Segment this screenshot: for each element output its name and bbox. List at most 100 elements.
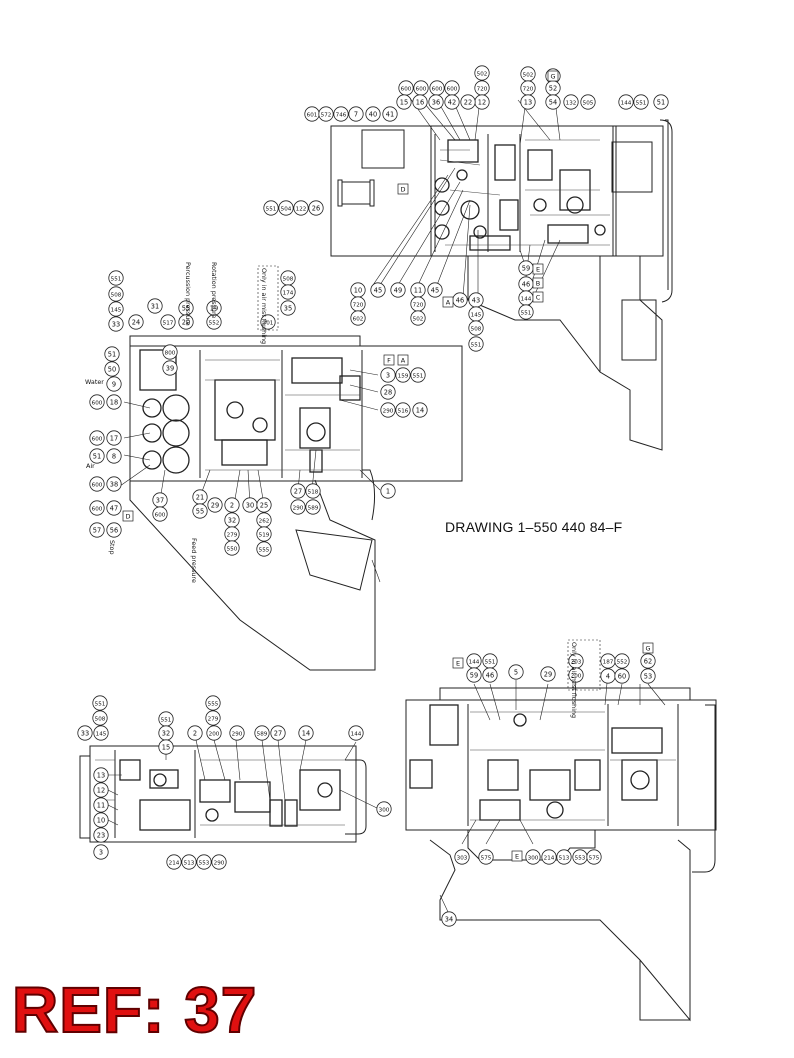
svg-text:22: 22: [464, 98, 472, 106]
svg-text:39: 39: [166, 364, 174, 372]
svg-text:5: 5: [514, 668, 518, 676]
svg-text:30: 30: [246, 501, 254, 509]
svg-text:600: 600: [447, 86, 458, 92]
balloon-top_right-7: 502: [520, 66, 536, 82]
svg-text:1: 1: [386, 487, 390, 495]
balloon-bottom_left-123: 144: [348, 725, 364, 741]
svg-text:2: 2: [193, 729, 197, 737]
balloon-bottom_left-120: 589: [254, 725, 270, 741]
svg-text:746: 746: [336, 112, 347, 118]
balloon-middle_left-96: 555: [256, 541, 272, 557]
svg-text:720: 720: [353, 302, 364, 308]
svg-text:14: 14: [416, 406, 424, 414]
balloon-middle_left-93: 25: [256, 497, 272, 513]
svg-text:575: 575: [481, 855, 492, 861]
svg-text:27: 27: [274, 729, 282, 737]
balloon-middle_left-87: 29: [207, 497, 223, 513]
svg-text:519: 519: [259, 532, 270, 538]
balloon-bottom_right-154: 513: [556, 849, 572, 865]
balloon-top_right-34: 720: [350, 296, 366, 312]
balloon-bottom_left-119: 290: [229, 725, 245, 741]
balloon-top_right-45: 508: [468, 320, 484, 336]
svg-text:132: 132: [566, 100, 577, 106]
svg-text:555: 555: [208, 701, 219, 707]
svg-text:27: 27: [294, 487, 302, 495]
svg-text:600: 600: [92, 436, 103, 442]
balloon-middle_left-52: 508: [108, 286, 124, 302]
balloon-middle_left-57: 517: [160, 314, 176, 330]
svg-text:A: A: [401, 357, 406, 365]
balloon-bottom_right-141: 29: [540, 666, 556, 682]
balloon-middle_left-64: 508: [280, 270, 296, 286]
svg-text:3: 3: [386, 371, 390, 379]
svg-text:551: 551: [95, 701, 106, 707]
balloon-bottom_left-113: 33: [77, 725, 93, 741]
balloon-bottom_left-131: 300: [376, 801, 392, 817]
balloon-middle_left-89: 32: [224, 512, 240, 528]
balloon-bottom_left-117: 2: [187, 725, 203, 741]
panel-right-box: [612, 125, 664, 257]
svg-text:55: 55: [196, 507, 204, 515]
note-middle_left-1: Rotation pressure: [210, 262, 218, 318]
balloon-middle_left-105: 290: [380, 402, 396, 418]
svg-text:28: 28: [384, 388, 392, 396]
svg-text:47: 47: [110, 504, 118, 512]
svg-text:122: 122: [296, 206, 307, 212]
svg-text:14: 14: [302, 729, 310, 737]
balloon-bottom_left-135: 290: [211, 854, 227, 870]
svg-text:720: 720: [477, 86, 488, 92]
balloon-bottom_right-147: 53: [640, 668, 656, 684]
balloon-bottom_right-153: 214: [541, 849, 557, 865]
balloon-middle_left-98: 518: [305, 483, 321, 499]
svg-text:800: 800: [165, 350, 176, 356]
balloon-middle_left-74: 17: [106, 430, 122, 446]
balloon-bottom_right-157: 34: [441, 911, 457, 927]
reference-label: REF: 37: [11, 974, 258, 1046]
svg-text:12: 12: [478, 98, 486, 106]
balloon-top_right-44: 145: [468, 306, 484, 322]
svg-text:303: 303: [457, 855, 468, 861]
svg-text:36: 36: [432, 98, 440, 106]
balloon-bottom_left-110: 508: [92, 710, 108, 726]
svg-text:145: 145: [96, 731, 107, 737]
svg-text:51: 51: [108, 350, 116, 358]
balloon-top_right-48: 46: [518, 276, 534, 292]
marker-bottom_right-1: G: [642, 642, 654, 654]
balloon-middle_left-86: 55: [192, 503, 208, 519]
svg-text:13: 13: [524, 98, 532, 106]
svg-text:290: 290: [383, 408, 394, 414]
svg-text:52: 52: [549, 84, 557, 92]
balloon-bottom_right-146: 62: [640, 653, 656, 669]
svg-text:720: 720: [523, 86, 534, 92]
balloon-top_right-23: 601: [304, 106, 320, 122]
svg-text:19: 19: [210, 304, 218, 312]
balloon-top_right-50: 551: [518, 304, 534, 320]
svg-text:600: 600: [92, 482, 103, 488]
balloon-bottom_right-145: 552: [614, 653, 630, 669]
svg-text:A: A: [446, 299, 451, 307]
svg-text:33: 33: [81, 729, 89, 737]
svg-text:600: 600: [401, 86, 412, 92]
svg-text:504: 504: [281, 206, 292, 212]
svg-text:555: 555: [259, 547, 270, 553]
balloon-middle_left-97: 27: [290, 483, 306, 499]
svg-text:7: 7: [354, 110, 358, 118]
view-bottom-right: [405, 639, 717, 1022]
svg-text:26: 26: [312, 204, 320, 212]
marker-top_right-2: B: [532, 277, 544, 289]
svg-text:2: 2: [230, 501, 234, 509]
svg-text:G: G: [645, 645, 650, 653]
svg-text:600: 600: [432, 86, 443, 92]
svg-text:551: 551: [521, 310, 532, 316]
balloon-bottom_right-155: 553: [572, 849, 588, 865]
svg-text:508: 508: [283, 276, 294, 282]
svg-text:53: 53: [644, 672, 652, 680]
svg-text:589: 589: [257, 731, 268, 737]
svg-text:E: E: [536, 266, 540, 274]
svg-text:279: 279: [227, 532, 238, 538]
svg-text:29: 29: [544, 670, 552, 678]
svg-text:174: 174: [283, 290, 294, 296]
svg-text:214: 214: [169, 860, 180, 866]
svg-text:145: 145: [471, 312, 482, 318]
